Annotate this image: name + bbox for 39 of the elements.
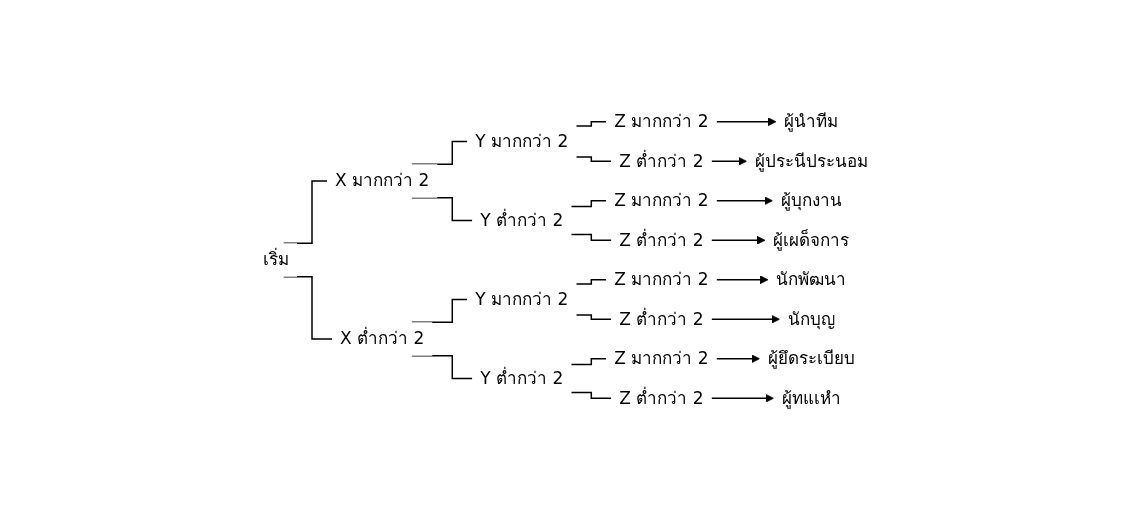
- node-text: Z มากกว่า 2: [614, 348, 709, 368]
- connector: [575, 279, 608, 285]
- connector: [411, 197, 474, 222]
- node-text: Z ต่ำกว่า 2: [619, 387, 704, 408]
- node-text: Z มากกว่า 2: [614, 190, 709, 210]
- arrow: [711, 314, 781, 324]
- connector: [575, 156, 613, 162]
- arrow: [716, 354, 761, 364]
- connector: [570, 233, 613, 241]
- node-text: Z มากกว่า 2: [614, 111, 709, 131]
- connector: [575, 314, 613, 320]
- arrow: [716, 275, 769, 285]
- node-text: Y มากกว่า 2: [475, 130, 569, 151]
- node-text: ผู้ยึดระเบียบ: [767, 348, 855, 368]
- node-text: Z ต่ำกว่า 2: [619, 150, 704, 171]
- connector: [570, 200, 608, 208]
- connector: [570, 391, 613, 399]
- arrow: [711, 156, 748, 166]
- arrow: [711, 235, 766, 245]
- node-text: นักพัฒนา: [776, 269, 847, 289]
- node-text: ผู้เผด็จการ: [773, 229, 850, 250]
- node-text: Y มากกว่า 2: [475, 288, 569, 309]
- node-text: นักบุญ: [787, 308, 835, 329]
- connector: [575, 121, 608, 127]
- arrow: [716, 196, 774, 206]
- node-text: Y ต่ำกว่า 2: [480, 367, 564, 388]
- arrow: [711, 393, 775, 403]
- node-text: Y ต่ำกว่า 2: [480, 209, 564, 230]
- arrow: [716, 117, 777, 127]
- node-text: Z มากกว่า 2: [614, 269, 709, 289]
- connector: [283, 276, 333, 340]
- node-text: ผู้บุกงาน: [780, 190, 842, 210]
- connector: [570, 358, 608, 366]
- node-text: ผู้ทแเหำ: [781, 387, 841, 408]
- node-text: Z ต่ำกว่า 2: [619, 308, 704, 329]
- node-text: ผู้ประนีประนอม: [754, 150, 868, 171]
- node-text: Z ต่ำกว่า 2: [619, 229, 704, 250]
- node-text: ผู้นำทีม: [784, 111, 839, 131]
- connector: [411, 355, 474, 380]
